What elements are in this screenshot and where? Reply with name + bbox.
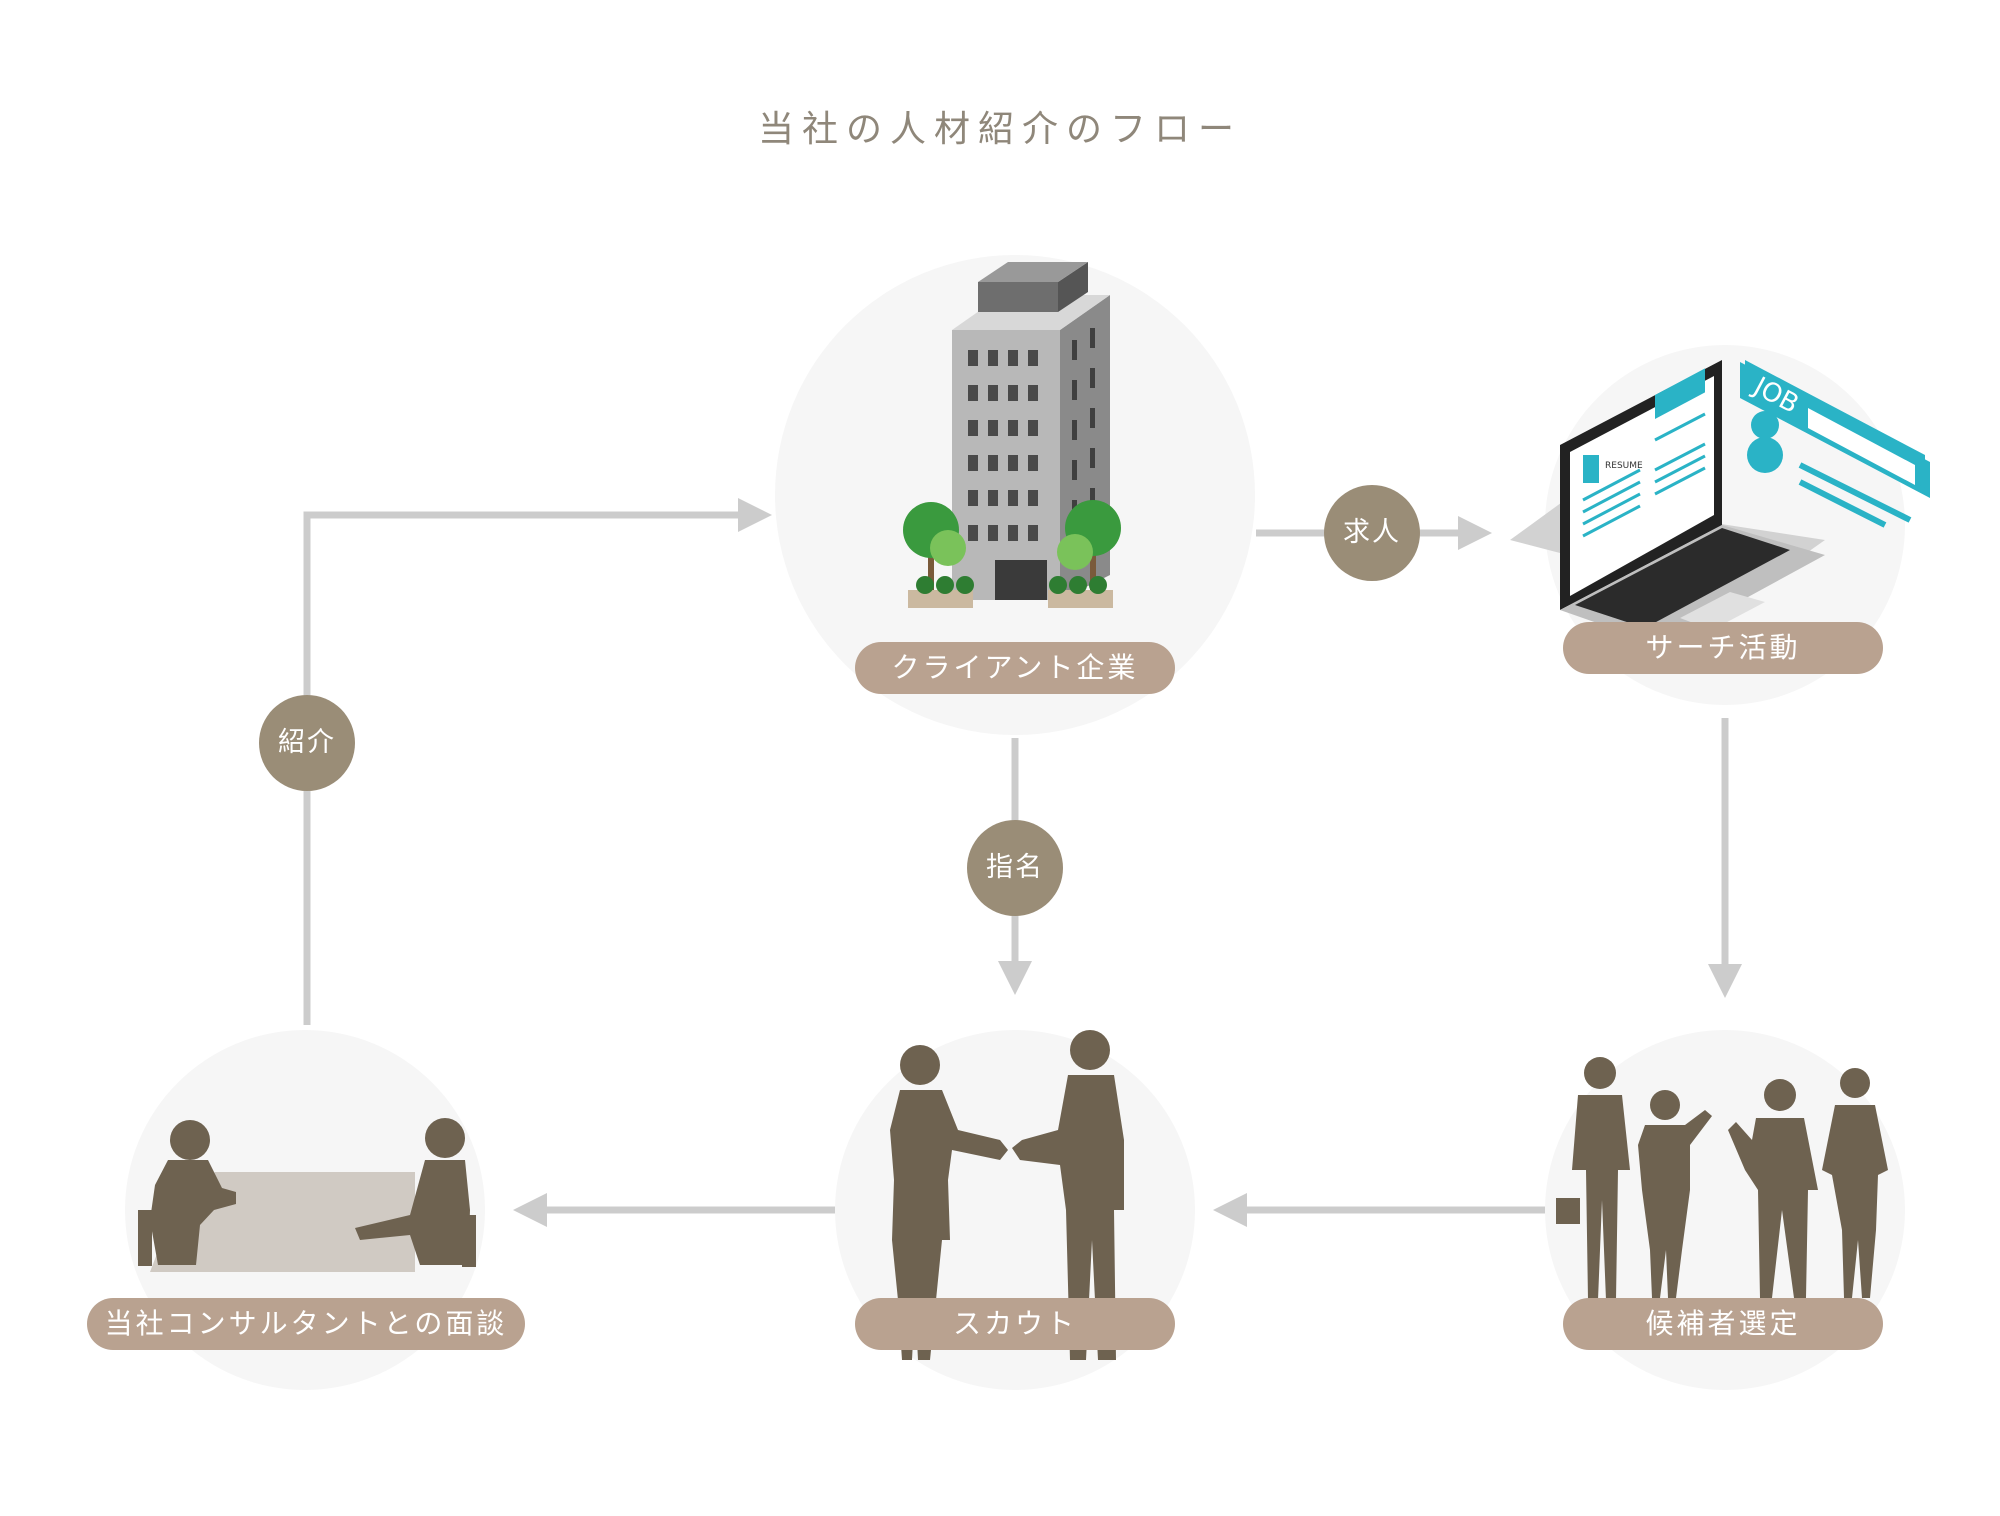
node-label-scout: スカウト xyxy=(855,1298,1175,1350)
candidates-group-icon xyxy=(1556,1057,1888,1300)
arrowhead-to-interview xyxy=(513,1193,547,1227)
arrowhead-to-client xyxy=(738,498,772,532)
laptop-job-search-icon: RESUME xyxy=(1510,360,1825,645)
node-label-client: クライアント企業 xyxy=(855,642,1175,694)
arrow-introduction-line xyxy=(303,511,740,1025)
edge-label-introduction: 紹介 xyxy=(259,695,355,791)
node-label-interview: 当社コンサルタントとの面談 xyxy=(87,1298,525,1350)
handshake-icon xyxy=(890,1030,1124,1360)
resume-text: RESUME xyxy=(1605,461,1643,471)
node-label-candidate: 候補者選定 xyxy=(1563,1298,1883,1350)
office-building-icon xyxy=(903,262,1121,608)
arrowhead-to-candidate xyxy=(1708,964,1742,998)
arrowhead-to-search xyxy=(1458,516,1492,550)
arrow-heads xyxy=(513,498,1742,1227)
edge-label-nomination: 指名 xyxy=(967,820,1063,916)
arrowhead-to-scout-from-candidate xyxy=(1213,1193,1247,1227)
interview-meeting-icon xyxy=(138,1118,476,1272)
job-search-card-icon: JOB xyxy=(1740,360,1930,528)
node-label-search: サーチ活動 xyxy=(1563,622,1883,674)
edge-label-job-posting: 求人 xyxy=(1324,485,1420,581)
page-title: 当社の人材紹介のフロー xyxy=(757,109,1242,150)
arrowhead-to-scout xyxy=(998,961,1032,995)
